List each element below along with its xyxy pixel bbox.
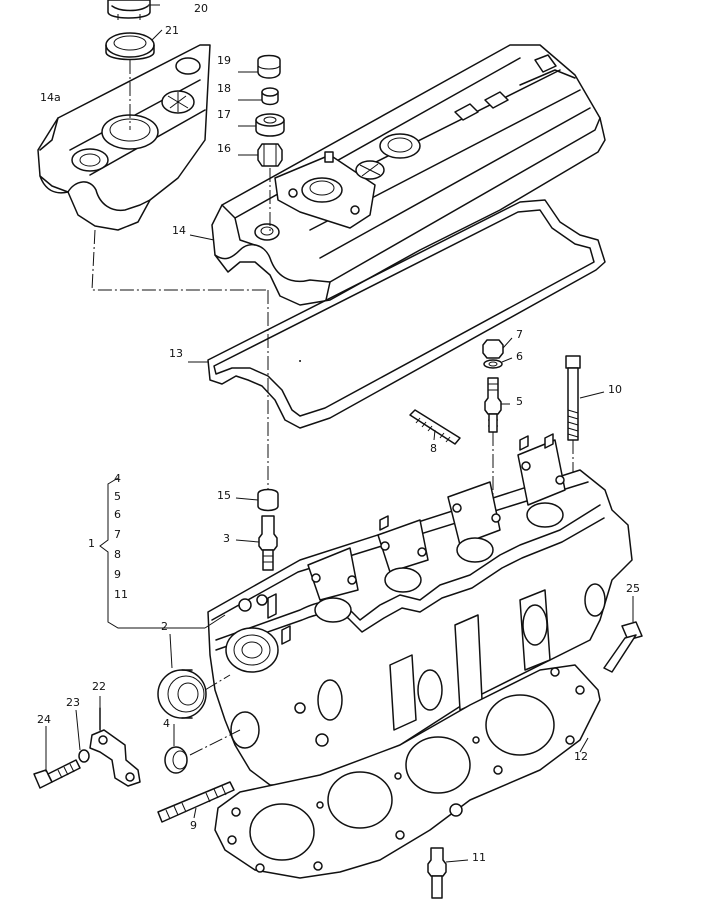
- label-2: 2: [161, 620, 168, 633]
- stud-8: [409, 409, 461, 445]
- stud-11: [427, 847, 447, 899]
- head-gasket-12: [214, 664, 601, 879]
- label-13: 13: [169, 347, 183, 360]
- group-bracket-1: [99, 477, 205, 629]
- label-group-7: 7: [114, 528, 121, 541]
- washer-18: [261, 87, 279, 106]
- label-4: 4: [163, 717, 170, 730]
- cylinder-bore-2: [327, 771, 393, 829]
- label-14: 14: [172, 224, 186, 237]
- label-group-11: 11: [114, 588, 128, 601]
- label-6: 6: [516, 350, 523, 363]
- label-21: 21: [165, 24, 179, 37]
- rubber-seal-17: [255, 113, 285, 137]
- camshaft-seal-2: [157, 669, 207, 719]
- label-1: 1: [88, 537, 95, 550]
- label-17: 17: [217, 108, 231, 121]
- label-9: 9: [190, 819, 197, 832]
- label-group-6: 6: [114, 508, 121, 521]
- cylinder-bore-1: [249, 803, 315, 861]
- stud-9: [157, 781, 235, 823]
- plug-4: [164, 746, 188, 774]
- seal-ring-21: [105, 32, 155, 61]
- label-22: 22: [92, 680, 106, 693]
- leader-lines: [45, 4, 634, 863]
- label-19: 19: [217, 54, 231, 67]
- nut-7: [482, 339, 504, 359]
- label-16: 16: [217, 142, 231, 155]
- cap-nut-16: [257, 143, 283, 167]
- stud-5: [484, 377, 502, 433]
- label-18: 18: [217, 82, 231, 95]
- label-group-5: 5: [114, 490, 121, 503]
- label-7: 7: [516, 328, 523, 341]
- label-group-4: 4: [114, 472, 121, 485]
- label-group-8: 8: [114, 548, 121, 561]
- head-bolt-10: [565, 355, 581, 441]
- label-5: 5: [516, 395, 523, 408]
- valve-cover-gasket-13: [207, 199, 606, 429]
- oil-cap-bore-icon: [71, 148, 109, 172]
- cylinder-bore-4: [485, 694, 555, 756]
- label-group-9: 9: [114, 568, 121, 581]
- bolt-25: [603, 621, 643, 673]
- washer-6: [483, 359, 503, 369]
- bracket-22: [89, 707, 141, 787]
- label-24: 24: [37, 713, 51, 726]
- label-3: 3: [223, 532, 230, 545]
- label-8: 8: [430, 442, 437, 455]
- bearing-cap: [307, 547, 359, 601]
- label-23: 23: [66, 696, 80, 709]
- valve-cover-14: [211, 44, 606, 306]
- valve-cover-14a: [37, 44, 211, 231]
- label-10: 10: [608, 383, 622, 396]
- oil-filler-cap-20: [107, 0, 151, 20]
- label-14a: 14a: [40, 91, 61, 104]
- label-20: 20: [194, 2, 208, 15]
- stud-3: [258, 515, 278, 571]
- label-25: 25: [626, 582, 640, 595]
- bolt-24: [33, 759, 81, 789]
- cylinder-bore-3: [405, 736, 471, 794]
- grommet-15: [257, 488, 279, 512]
- washer-23: [78, 749, 90, 763]
- label-12: 12: [574, 750, 588, 763]
- callout-labels: 20 21 14a 19 18 17 16 14 13 7 6 5 10 8 1…: [37, 2, 640, 864]
- cylinder-head: [207, 433, 633, 786]
- label-15: 15: [217, 489, 231, 502]
- grommet-19: [257, 54, 281, 79]
- label-11: 11: [472, 851, 486, 864]
